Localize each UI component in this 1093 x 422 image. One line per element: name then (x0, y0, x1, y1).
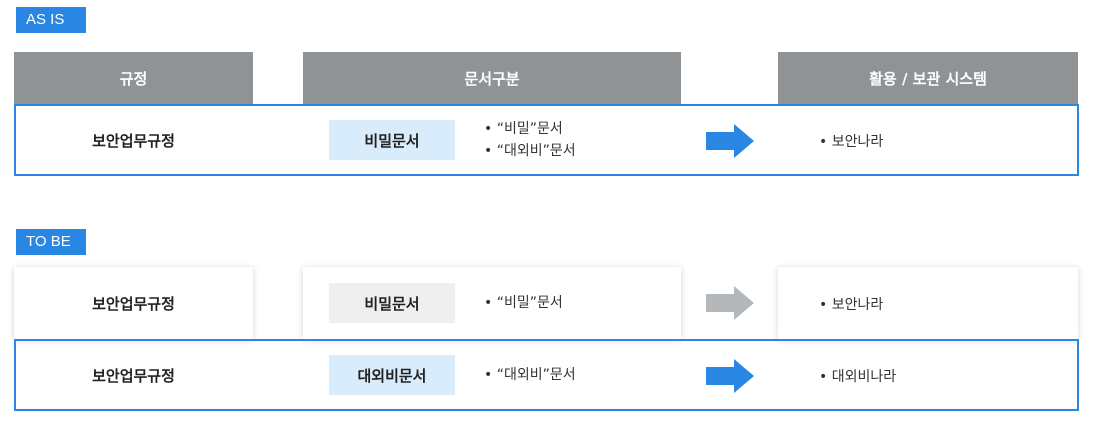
header-category: 문서구분 (303, 52, 681, 104)
tobe-row2-system: 대외비나라 (819, 366, 896, 386)
tobe-row2-outline (14, 339, 1079, 411)
header-rule: 규정 (14, 52, 253, 104)
tobe-row2-doc-type-badge: 대외비문서 (329, 355, 455, 395)
asis-arrow-icon (706, 124, 754, 158)
tobe-row2-arrow-icon (706, 359, 754, 393)
tobe-row1-doc-item: “비밀”문서 (484, 292, 563, 314)
tobe-row1-doc-type-badge: 비밀문서 (329, 283, 455, 323)
tobe-row2-doc-list: “대외비”문서 (484, 364, 576, 386)
asis-doc-list: “비밀”문서 “대외비”문서 (484, 118, 576, 162)
tobe-row1-rule-cell (14, 267, 253, 339)
tobe-row2-doc-item: “대외비”문서 (484, 364, 576, 386)
asis-system: 보안나라 (819, 131, 884, 151)
asis-doc-type-badge: 비밀문서 (329, 120, 455, 160)
asis-rule: 보안업무규정 (92, 131, 175, 150)
tobe-row2-rule: 보안업무규정 (92, 366, 175, 385)
tobe-row1-rule: 보안업무규정 (92, 294, 175, 313)
header-system: 활용 / 보관 시스템 (778, 52, 1078, 104)
tobe-row1-system: 보안나라 (819, 294, 884, 314)
asis-tag: AS IS (16, 7, 86, 33)
tobe-row1-arrow-icon (706, 286, 754, 320)
asis-row-outline (14, 104, 1079, 176)
tobe-tag: TO BE (16, 229, 86, 255)
tobe-row1-doc-list: “비밀”문서 (484, 292, 563, 314)
asis-doc-item: “비밀”문서 (484, 118, 576, 140)
asis-doc-item: “대외비”문서 (484, 140, 576, 162)
